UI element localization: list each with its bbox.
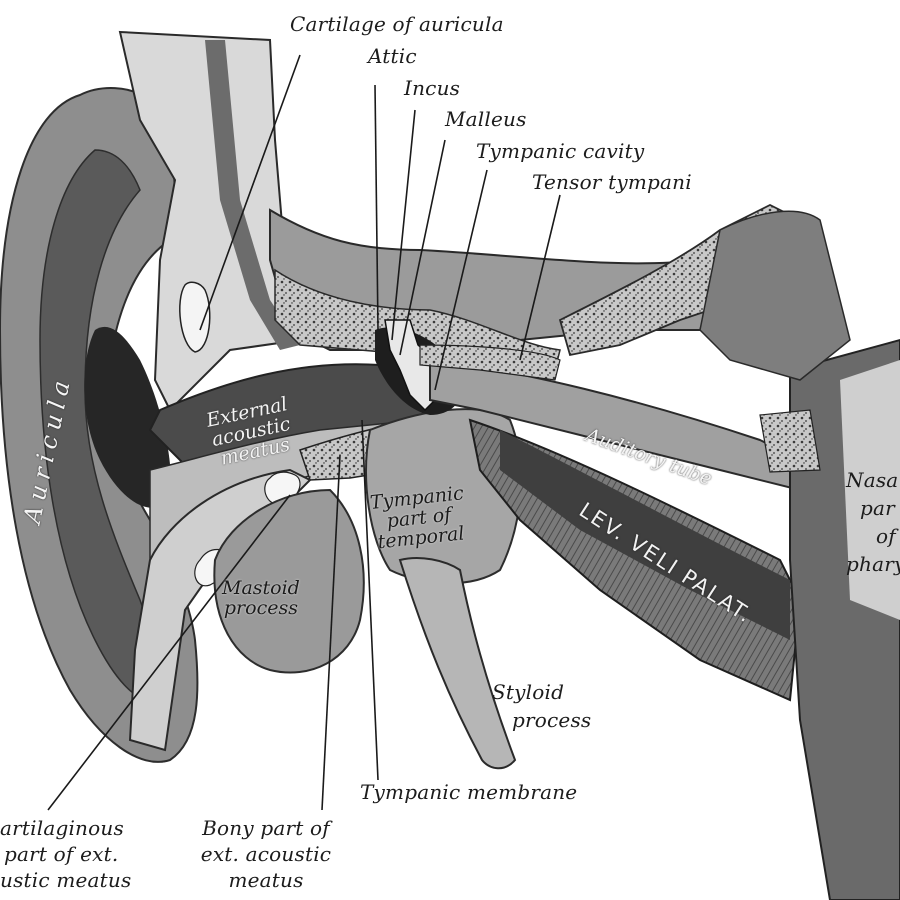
cartilaginous-meatus: [128, 468, 312, 752]
lower-stipple-block: [759, 409, 821, 473]
label-tympanic-part-of-temporal: Tympanic part of temporal: [369, 482, 469, 553]
label-incus: Incus: [404, 76, 461, 100]
leader-tensor-tympani: [519, 194, 561, 361]
lev-veli-dark-band: [500, 430, 790, 640]
label-nasal-line-3: of: [876, 524, 896, 548]
label-malleus: Malleus: [445, 107, 527, 131]
ossicles: [384, 319, 441, 412]
label-cartilaginous-line-3: ustic meatus: [0, 868, 132, 892]
label-mastoid-process: Mastoid process: [222, 578, 300, 618]
leader-tympanic-membrane: [361, 419, 379, 781]
label-nasal-line-4: phary: [846, 552, 900, 576]
leader-malleus: [399, 139, 446, 356]
label-bony-line-2: ext. acoustic: [200, 842, 332, 866]
cartilage-oval: [179, 281, 211, 353]
label-cartilaginous-line-1: artilaginous: [0, 816, 124, 840]
label-styloid-line-1: Styloid: [492, 680, 565, 704]
concha-shadow: [84, 326, 171, 508]
label-nasal-part-of-pharynx: Nasa par of phary: [846, 466, 900, 578]
label-bony-line-1: Bony part of: [202, 816, 330, 840]
label-mastoid-line-2: process: [223, 597, 298, 619]
cartilage-plate: [118, 30, 302, 412]
styloid-shape: [398, 557, 517, 770]
tensor-tympani-band: [419, 344, 561, 381]
label-bony-part-ext-acoustic-meatus: Bony part of ext. acoustic meatus: [186, 815, 346, 893]
label-cartilage-of-auricula: Cartilage of auricula: [290, 12, 504, 36]
label-styloid-line-2: process: [512, 708, 592, 732]
pharynx-light: [840, 360, 900, 620]
label-nasal-line-2: par: [860, 496, 895, 520]
label-tensor-tympani: Tensor tympani: [532, 170, 692, 194]
mastoid-shape: [213, 488, 365, 674]
leader-attic: [374, 84, 379, 331]
leader-incus: [391, 109, 416, 341]
label-nasal-line-1: Nasa: [846, 468, 899, 492]
cartilage-band: [205, 40, 300, 350]
label-bony-line-3: meatus: [228, 868, 304, 892]
leader-lines: [47, 54, 561, 811]
leader-cartilage-auricula: [199, 54, 301, 331]
label-mastoid-line-1: Mastoid: [222, 577, 300, 599]
leader-cartilaginous: [47, 494, 291, 811]
label-attic: Attic: [368, 44, 417, 68]
label-cartilaginous-part: artilaginous part of ext. ustic meatus: [0, 815, 131, 893]
label-styloid-process: Styloid process: [492, 678, 591, 734]
label-tympanic-cavity: Tympanic cavity: [476, 139, 645, 163]
upper-right-mass: [699, 210, 851, 381]
label-cartilaginous-line-2: part of ext.: [4, 842, 119, 866]
label-tympanic-membrane: Tympanic membrane: [360, 780, 578, 804]
leader-bony-part: [321, 454, 341, 811]
leader-tympanic-cavity: [434, 169, 488, 391]
